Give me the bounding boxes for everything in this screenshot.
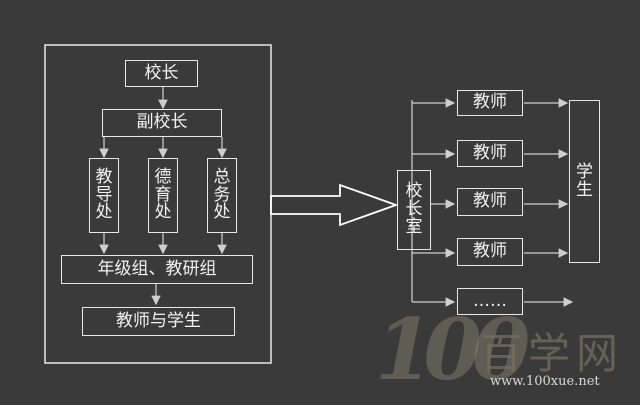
- vice-principal-box: 副校长: [102, 109, 222, 137]
- principal-box: 校长: [125, 60, 198, 87]
- teacher-label: 教师: [473, 241, 507, 262]
- deyu-office-label: 德 育 处: [154, 166, 172, 223]
- principal-office-label: 校 长 室: [405, 181, 423, 237]
- students-label: 学 生: [576, 161, 593, 200]
- watermark-number: 100: [375, 300, 530, 399]
- jiaodao-office-label: 教 导 处: [95, 166, 113, 223]
- groups-box: 年级组、教研组: [61, 255, 253, 284]
- teacher-box: 教师: [457, 188, 523, 216]
- jiaodao-office-box: 教 导 处: [89, 158, 119, 233]
- groups-label: 年级组、教研组: [97, 258, 217, 279]
- zongwu-office-box: 总 务 处: [207, 158, 237, 233]
- teacher-box: 教师: [457, 238, 523, 266]
- watermark-name: 百学网: [480, 329, 625, 378]
- principal-label: 校长: [144, 62, 179, 83]
- big-transition-arrow: [270, 183, 399, 227]
- teachers-students-box: 教师与学生: [82, 307, 235, 336]
- vice-principal-label: 副校长: [136, 112, 188, 133]
- teacher-label: 教师: [473, 92, 507, 113]
- students-box: 学 生: [569, 100, 600, 263]
- teacher-label: 教师: [473, 191, 507, 212]
- teacher-label: 教师: [473, 142, 507, 163]
- teachers-students-label: 教师与学生: [116, 310, 201, 331]
- deyu-office-box: 德 育 处: [148, 158, 178, 233]
- teacher-box: 教师: [457, 140, 523, 167]
- watermark-url: www.100xue.net: [490, 374, 600, 389]
- zongwu-office-label: 总 务 处: [213, 166, 231, 223]
- teacher-box: 教师: [457, 90, 523, 116]
- principal-office-box: 校 长 室: [397, 170, 431, 250]
- ellipsis-box: ……: [457, 288, 523, 315]
- ellipsis-label: ……: [473, 290, 507, 311]
